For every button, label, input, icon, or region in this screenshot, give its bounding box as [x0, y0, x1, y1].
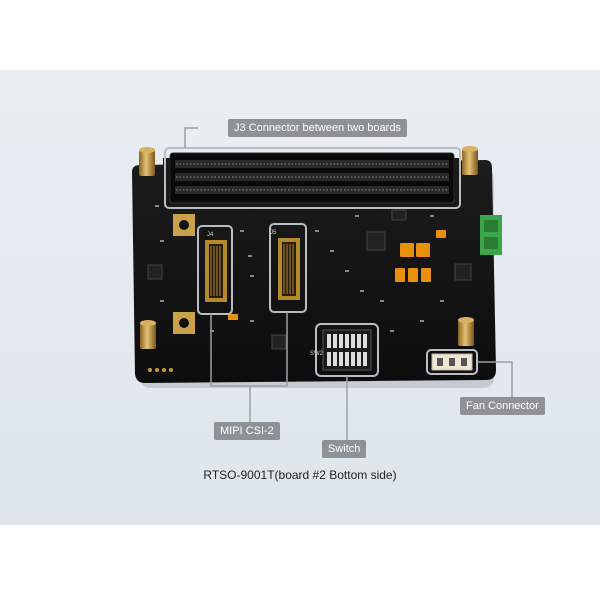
label-switch: Switch — [322, 440, 367, 458]
standoff-top-left — [139, 147, 155, 176]
ic-chip — [454, 263, 472, 281]
ic-chip — [147, 264, 163, 280]
mipi-connector-j4 — [205, 240, 227, 302]
dip-switch — [322, 329, 372, 371]
label-fan-connector: Fan Connector — [460, 397, 545, 415]
highlight-j5 — [269, 223, 307, 313]
label-mipi-csi: MIPI CSI-2 — [214, 422, 280, 440]
power-components — [395, 230, 446, 282]
highlight-j3 — [164, 147, 461, 209]
silkscreen-j4: J4 — [207, 232, 214, 238]
highlight-j4 — [197, 225, 233, 315]
leader-fan — [477, 361, 513, 398]
figure-caption: RTSO-9001T(board #2 Bottom side) — [203, 468, 397, 482]
ic-chip — [271, 334, 287, 350]
mipi-connector-j5 — [278, 238, 300, 300]
ic-chip — [366, 231, 386, 251]
silkscreen-j5: J5 — [270, 230, 277, 236]
ic-chip — [391, 209, 407, 221]
leader-j3 — [184, 127, 198, 148]
j3-connector — [163, 152, 461, 204]
standoff-bottom-right — [458, 317, 474, 346]
terminal-block — [480, 215, 502, 255]
standoff-top-right — [462, 146, 478, 175]
fan-connector-part — [431, 353, 473, 371]
leader-mipi — [210, 312, 288, 387]
label-j3-connector: J3 Connector between two boards — [228, 119, 407, 137]
standoff-bottom-left — [140, 320, 156, 349]
